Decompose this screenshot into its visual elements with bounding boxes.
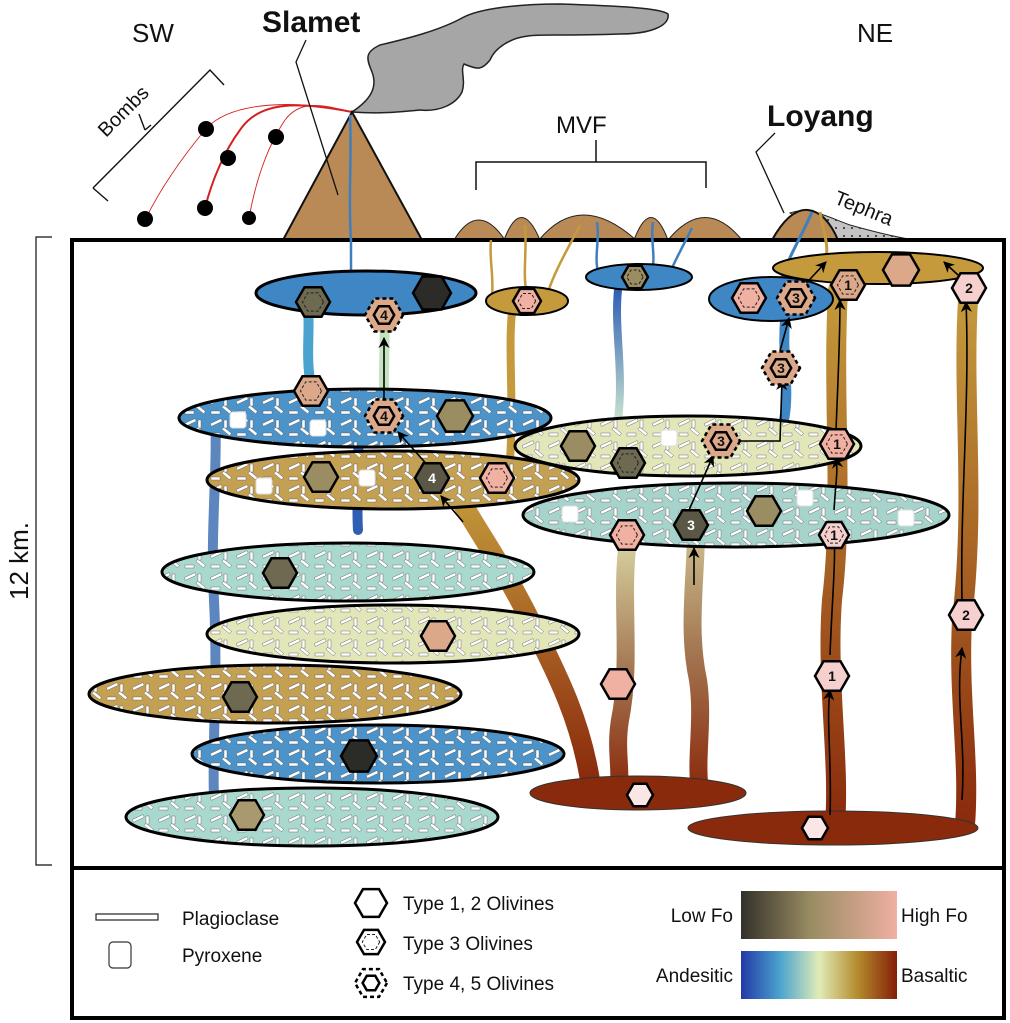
loyang-leader-line — [755, 132, 785, 214]
legend-frame — [70, 866, 1006, 1020]
olivine-hexagon — [730, 282, 768, 314]
olivine-hexagon: 2 — [950, 272, 988, 304]
bombs-label: Bombs — [94, 82, 154, 142]
pyroxene-legend-icon — [108, 941, 132, 969]
type12-legend-hexagon — [353, 887, 389, 919]
andesitic-label: Andesitic — [656, 966, 733, 987]
ne-label: NE — [857, 18, 893, 48]
fo-gradient-bar — [741, 891, 897, 939]
slamet-label: Slamet — [262, 6, 360, 39]
olivine-hexagon — [478, 462, 516, 494]
olivine-hexagon: 3 — [672, 509, 710, 541]
type45-legend-label: Type 4, 5 Olivines — [403, 974, 554, 995]
olivine-hexagon: 1 — [817, 520, 851, 550]
feeder-dikes — [348, 114, 829, 297]
plagioclase-legend-label: Plagioclase — [182, 909, 279, 930]
olivine-legend-icons — [353, 887, 389, 999]
composition-gradient-bar — [741, 951, 897, 999]
slamet-sills — [87, 269, 581, 848]
olivine-hexagon: 3 — [700, 423, 742, 459]
olivine-hexagon — [599, 668, 637, 700]
olivine-number-label: 2 — [965, 280, 973, 296]
olivine-number-label: 2 — [962, 607, 970, 623]
olivine-hexagon — [559, 430, 597, 462]
loyang-label: Loyang — [767, 100, 874, 133]
olivine-hexagon — [302, 461, 340, 493]
olivine-number-label: 1 — [833, 436, 841, 452]
olivine-number-label: 3 — [717, 433, 725, 449]
type45-legend-hexagon — [353, 967, 389, 999]
olivine-hexagon — [511, 287, 543, 315]
olivine-hexagon: 4 — [363, 398, 405, 434]
olivine-number-label: 3 — [792, 290, 800, 306]
olivine-hexagon — [419, 620, 457, 652]
olivine-number-label: 1 — [828, 668, 836, 684]
olivine-crystals: 4 4 4 3 3 1 2 3 1 3 1 1 2 — [221, 253, 988, 841]
slamet-edifice — [281, 109, 424, 241]
basaltic-label: Basaltic — [901, 966, 968, 987]
olivine-number-label: 1 — [830, 527, 838, 543]
olivine-hexagon — [435, 399, 475, 433]
olivine-hexagon — [221, 681, 259, 713]
depth-scale-label: 12 km. — [4, 522, 34, 600]
pyroxene-legend-label: Pyroxene — [182, 946, 262, 967]
volcanic-bombs — [137, 104, 353, 227]
olivine-hexagon — [228, 799, 266, 831]
olivine-number-label: 1 — [844, 277, 852, 293]
olivine-hexagon — [339, 739, 379, 773]
depth-scale-bracket — [35, 236, 52, 866]
olivine-number-label: 3 — [687, 517, 695, 533]
olivine-hexagon — [411, 275, 453, 311]
deep-reservoir-loyang — [687, 810, 979, 846]
olivine-hexagon — [261, 557, 299, 589]
ash-plume — [349, 3, 669, 114]
olivine-number-label: 4 — [380, 307, 388, 323]
olivine-hexagon: 4 — [413, 462, 451, 494]
olivine-hexagon — [881, 253, 921, 287]
slamet-leader-line — [295, 39, 339, 196]
low-fo-label: Low Fo — [671, 906, 733, 927]
olivine-hexagon: 4 — [363, 297, 405, 333]
olivine-hexagon — [294, 286, 332, 318]
type3-legend-label: Type 3 Olivines — [403, 934, 533, 955]
olivine-hexagon: 1 — [813, 660, 851, 692]
olivine-hexagon: 2 — [947, 599, 985, 631]
olivine-hexagon — [620, 264, 650, 290]
olivine-hexagon — [292, 375, 330, 407]
olivine-hexagon — [608, 519, 646, 551]
sw-label: SW — [132, 18, 174, 48]
bombs-bracket — [92, 68, 225, 202]
olivine-hexagon: 1 — [829, 269, 867, 301]
olivine-hexagon — [745, 495, 783, 527]
olivine-hexagon — [625, 782, 655, 808]
high-fo-label: High Fo — [901, 906, 968, 927]
type12-legend-label: Type 1, 2 Olivines — [403, 894, 554, 915]
olivine-hexagon — [800, 815, 830, 841]
olivine-number-label: 3 — [777, 360, 785, 376]
pyroxene-crystals — [229, 411, 915, 527]
olivine-hexagon — [609, 447, 647, 479]
mvf-bracket — [475, 140, 707, 190]
olivine-number-label: 4 — [380, 408, 388, 424]
olivine-hexagon: 3 — [775, 280, 817, 316]
olivine-hexagon: 1 — [818, 428, 856, 460]
mvf-label: MVF — [556, 112, 607, 139]
olivine-number-label: 4 — [428, 470, 436, 486]
plagioclase-legend-icon — [95, 913, 159, 921]
type3-legend-hexagon — [355, 928, 387, 956]
olivine-hexagon: 3 — [760, 350, 802, 386]
